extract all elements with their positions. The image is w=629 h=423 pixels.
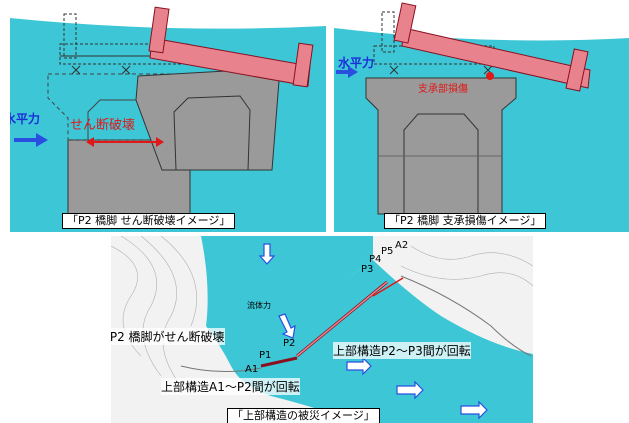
railing-left — [63, 13, 77, 59]
bearing-mid-mark — [121, 65, 131, 75]
shear-failure-panel: 水平力 せん断破壊 「P2 橋脚 せん断破壊イメージ」 — [10, 0, 326, 232]
flow-arrow-center — [346, 356, 372, 376]
pier-body — [365, 77, 517, 215]
bearing-damage-diagram — [334, 0, 629, 232]
pier-arch-outline — [403, 113, 479, 214]
point-p2: P2 — [283, 338, 296, 349]
road-right — [400, 275, 532, 357]
road-left — [180, 365, 262, 373]
flow-arrow-top — [258, 243, 276, 265]
shear-failure-label: せん断破壊 — [70, 118, 136, 133]
p2-p3-rotation-note: 上部構造P2～P3間が回転 — [333, 342, 471, 359]
bearing-damage-label: 支承部損傷 — [418, 84, 468, 95]
force-arrow-head — [36, 133, 48, 147]
bearing-left-mark — [389, 65, 399, 75]
railing-left — [381, 11, 395, 53]
p1-p2-shear-note: P1、P2 橋脚がせん断破壊 — [111, 328, 225, 345]
displaced-railing — [393, 2, 417, 44]
flow-arrow-right — [396, 380, 424, 400]
shear-failure-diagram — [10, 0, 326, 232]
bearing-damage-caption: 「P2 橋脚 支承損傷イメージ」 — [384, 213, 547, 229]
point-a2: A2 — [395, 240, 409, 251]
bridge-deck-p5-a2 — [372, 277, 404, 297]
point-p5: P5 — [381, 246, 394, 257]
bearing-damage-panel: 水平力 支承部損傷 「P2 橋脚 支承損傷イメージ」 — [334, 0, 629, 232]
point-p3: P3 — [361, 264, 374, 275]
flow-arrow-mid — [278, 313, 296, 339]
point-p4: P4 — [369, 254, 382, 265]
bridge-deck-a1-p2 — [260, 356, 298, 368]
superstructure-caption: 「上部構造の被災イメージ」 — [227, 408, 380, 423]
terrain-contours — [111, 236, 533, 392]
displaced-railing-right — [565, 48, 589, 92]
shear-failure-caption: 「P2 橋脚 せん断破壊イメージ」 — [62, 213, 236, 229]
point-p1: P1 — [259, 350, 272, 361]
a1-p2-rotation-note: 上部構造A1～P2間が回転 — [161, 378, 300, 395]
horizontal-force-label: 水平力 — [10, 112, 41, 126]
damaged-bearing-marker — [486, 72, 494, 80]
displaced-railing — [148, 6, 170, 54]
river — [201, 236, 533, 423]
shear-arrow-right-head — [156, 137, 164, 147]
sheared-arch-outline — [173, 95, 251, 171]
displaced-railing-right — [292, 42, 314, 88]
horizontal-force-label: 水平力 — [338, 56, 375, 70]
flow-force-label: 流体力 — [247, 301, 271, 310]
force-arrow-head — [348, 66, 358, 78]
bridge-deck-fill — [296, 281, 388, 357]
flow-arrows — [258, 243, 488, 420]
shear-arrow-left-head — [86, 137, 94, 147]
river-channel — [341, 236, 373, 276]
point-a1: A1 — [245, 364, 259, 375]
bearing-left-mark — [71, 65, 81, 75]
superstructure-damage-panel: 流体力 P3 P4 P5 A2 P2 P1 A1 P1、P2 橋脚がせん断破壊 … — [111, 236, 533, 423]
sheared-pier-block — [135, 67, 281, 171]
flow-arrow-far-right — [460, 400, 488, 420]
